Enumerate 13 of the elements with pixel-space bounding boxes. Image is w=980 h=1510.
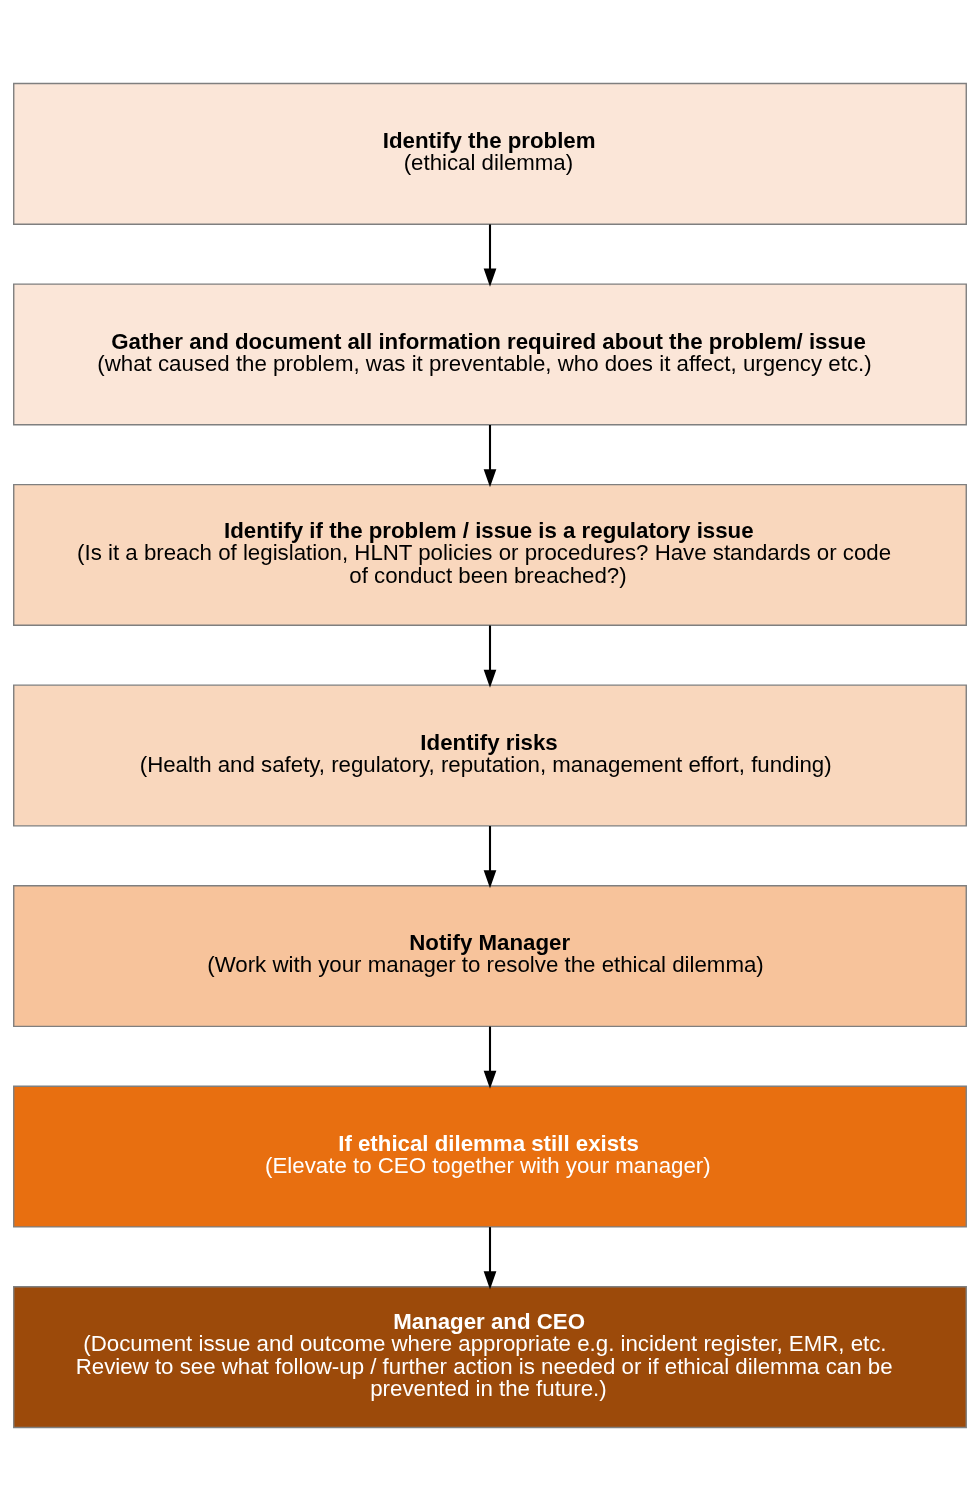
node-box: If ethical dilemma still exists (Elevate to CEO together with your manager) bbox=[13, 1085, 967, 1228]
arrow bbox=[483, 1226, 497, 1289]
arrow bbox=[483, 424, 497, 487]
node-box: Notify Manager (Work with your manager to resolve the ethical dilemma) bbox=[13, 884, 967, 1027]
node-box: Identify if the problem / issue is a regulatory issue (Is it a breach of legislation, HLNT policies or procedures? Have standards or code of conduct been breached?) bbox=[13, 483, 967, 626]
node-box: Gather and document all information required about the problem/ issue (what caused the problem, was it preventable, who does it affect, urgency etc.) bbox=[13, 282, 967, 425]
arrow bbox=[483, 223, 497, 287]
node-box: Manager and CEO (Document issue and outcome where appropriate e.g. incident register, EMR, etc. Review to see what follow-up / further action is needed or if ethical dilemma can be prevented in the future.) bbox=[13, 1285, 967, 1428]
arrow bbox=[483, 625, 497, 688]
node-box: Identify risks (Health and safety, regulatory, reputation, management effort, funding) bbox=[13, 683, 967, 827]
arrow bbox=[483, 825, 497, 888]
node-box: Identify the problem (ethical dilemma) bbox=[13, 82, 967, 225]
arrow bbox=[483, 1026, 497, 1089]
